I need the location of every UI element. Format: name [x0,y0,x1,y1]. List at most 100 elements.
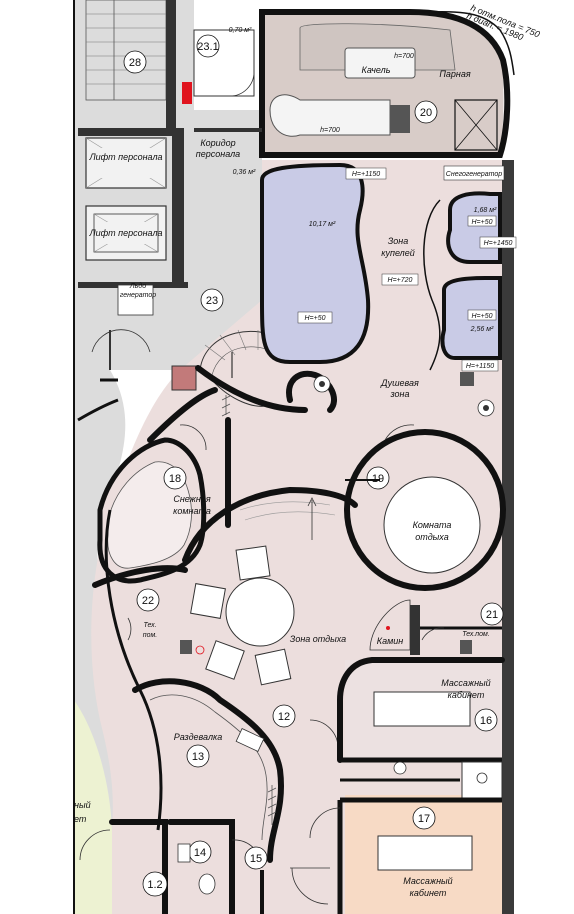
pool-big-h-top-box [345,167,387,180]
sauna-heater-diag2 [454,99,498,151]
lift-1-label-text: Лифт персонала [88,152,162,162]
pool-small-1-h-box [467,215,497,227]
right-exterior-wall [502,160,514,914]
red-circle-22 [195,645,205,655]
massage-16-table [373,691,471,727]
chair-3 [205,640,245,680]
pool-small-1 [446,191,502,264]
snow-generator-box [443,165,505,181]
sauna-bench-top [299,23,456,71]
rest-zone-arc-1 [239,501,331,511]
staircase-top-left [85,0,167,101]
massage-16-label-2: кабинет [448,690,485,700]
wall-14 [167,819,235,914]
sauna-stove [390,105,410,133]
wall-lift-top [78,128,178,136]
pool-big-h-bottom: H=+50 [304,315,325,322]
shower-16 [476,772,488,784]
massage-17-table [377,835,473,871]
room-19-marker [366,466,390,490]
room-18-marker [163,466,187,490]
left-partial-label-2: ет [74,814,87,824]
room-21-number: 21 [486,609,498,621]
rest-zone-table [225,577,295,647]
sauna-h-bottom: h=700 [320,127,340,134]
rest-zone-top-wall [182,486,358,563]
room-18-number: 18 [169,473,181,485]
sauna-wall [259,9,511,158]
small-area-label: 0,36 м² [233,169,256,176]
massage-16-label-1: Массажный [441,678,490,688]
sink-16 [393,761,407,775]
font-zone-h: H=+720 [388,277,413,284]
sauna-heater-box [454,99,498,151]
sauna-swing-label: Качель [362,65,391,75]
room-22-label-1: Тех. [143,622,156,629]
room-20-marker [414,100,438,124]
red-marker [182,82,192,104]
room-1-2-marker [142,871,168,897]
pool-small-2-h: H=+50 [471,313,492,320]
column-21 [460,640,472,654]
font-zone-curve [423,199,441,371]
fireplace-wall [410,605,420,655]
room-17-number: 17 [418,813,430,825]
sauna-swing [344,47,416,79]
shower-head-2-dot [483,405,489,411]
wall-block-top [166,0,176,130]
pool-small-2-h-box [467,309,497,321]
fireplace-box [369,599,411,651]
pool-small-1-area: 1,68 м² [474,207,497,214]
chair-1 [235,545,271,581]
door-18 [179,424,207,451]
door-21 [421,627,445,641]
room-17-marker [412,806,436,830]
room-28-marker [123,50,147,74]
door-23-1 [229,71,255,97]
room-15-number: 15 [250,853,262,865]
room-15-marker [244,846,268,870]
massage-17-label-2: кабинет [410,888,447,898]
room-1-2-number: 1.2 [147,879,162,891]
pool-small-2-side-box [461,359,499,372]
snow-room-label-1: Снежная [173,494,211,504]
left-green-room [74,700,112,914]
wall-snow-top [147,387,218,443]
room-21-marker [480,602,504,626]
ice-generator-box [117,284,154,316]
door-ice [91,329,151,353]
rest-zone-arc-2 [244,511,336,521]
corridor-label-2: персонала [196,149,240,159]
zigzag-13 [267,785,277,825]
room-22-label-2: пом. [143,632,158,639]
sauna-h-top: h=700 [394,53,414,60]
snow-generator-label: Снегогенератор [446,171,503,178]
fireplace-label: Камин [377,636,403,646]
zigzag-18 [221,395,231,417]
column-22 [180,640,192,654]
room-21-label: Тех.пом. [462,631,490,638]
cloakroom-wall [132,678,284,863]
stair-column [171,365,197,391]
massage-16-wall [337,657,505,763]
room-12-marker [272,704,296,728]
pool-small-2-area: 2,56 м² [470,326,494,333]
pool-big [260,162,371,364]
room-23-1-marker [196,34,220,58]
rest-room-label-2: отдыха [415,532,448,542]
door-left [79,829,111,861]
room-22-number: 22 [142,595,154,607]
room-28-number: 28 [129,57,141,69]
left-partial-label-1: ный [74,800,91,810]
corridor-label-1: Коридор [200,138,235,148]
fireplace-dot [386,626,390,630]
pool-big-area: 10,17 м² [309,221,336,228]
cloakroom-seat [235,728,265,752]
sauna-label: Парная [439,69,470,79]
room-12-number: 12 [278,711,290,723]
shower-fixture-box [460,372,474,386]
room-23-1-number: 23.1 [197,41,218,53]
ice-generator-label: Льдо [129,282,146,290]
snow-room-label-2: комната [173,506,211,516]
